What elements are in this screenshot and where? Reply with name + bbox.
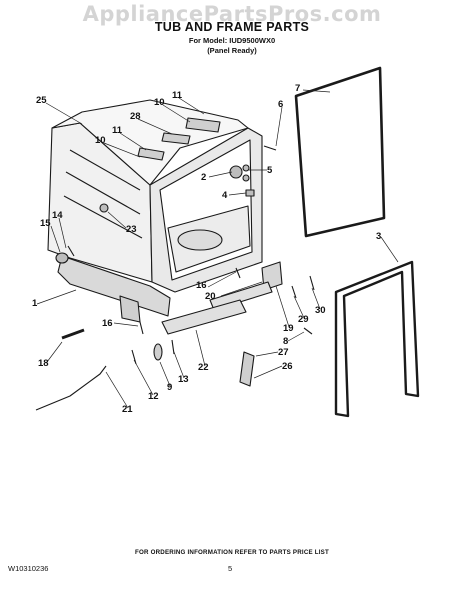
callout-8: 8 bbox=[283, 336, 288, 347]
callout-30: 30 bbox=[315, 305, 326, 316]
callout-4: 4 bbox=[222, 190, 228, 201]
callout-15: 15 bbox=[40, 218, 51, 229]
screw-12 bbox=[131, 349, 137, 365]
door-gasket bbox=[294, 66, 386, 238]
toe-plate-22 bbox=[161, 299, 247, 335]
page-number: 5 bbox=[228, 564, 233, 573]
callout-11: 11 bbox=[112, 125, 123, 136]
callout-10: 10 bbox=[154, 97, 165, 108]
callout-3: 3 bbox=[376, 231, 381, 242]
callout-28: 28 bbox=[130, 111, 141, 122]
callout-9: 9 bbox=[167, 382, 172, 393]
plug-23 bbox=[99, 203, 109, 213]
callout-16: 16 bbox=[102, 318, 113, 329]
fitting-5 bbox=[242, 164, 250, 172]
grommet-9 bbox=[153, 343, 163, 361]
screw-29 bbox=[291, 285, 297, 299]
clip-4 bbox=[245, 189, 255, 197]
callout-7: 7 bbox=[295, 83, 300, 94]
callout-19: 19 bbox=[283, 323, 294, 334]
tub-sump bbox=[177, 229, 223, 251]
callout-1: 1 bbox=[32, 298, 38, 309]
callout-20: 20 bbox=[205, 291, 216, 302]
callout-6: 6 bbox=[278, 99, 283, 110]
document-number: W10310236 bbox=[8, 564, 49, 573]
leveling-leg-14 bbox=[67, 245, 75, 257]
callout-labels: 25 11 10 28 11 10 7 6 5 2 4 23 14 15 3 1… bbox=[32, 83, 381, 415]
callout-14: 14 bbox=[52, 210, 63, 221]
screw-16b bbox=[139, 321, 144, 335]
drain-hose-18 bbox=[61, 328, 85, 340]
callout-29: 29 bbox=[298, 314, 309, 325]
callout-10: 10 bbox=[95, 135, 106, 146]
hinge-27-26 bbox=[239, 351, 255, 387]
grommet-2 bbox=[229, 165, 243, 179]
callout-12: 12 bbox=[148, 391, 159, 402]
callout-13: 13 bbox=[178, 374, 189, 385]
fitting-5b bbox=[242, 174, 250, 182]
screw-8 bbox=[303, 327, 313, 335]
callout-25: 25 bbox=[36, 95, 47, 106]
screw-30 bbox=[309, 275, 315, 291]
tub-gasket bbox=[334, 260, 420, 418]
tub-side-lines bbox=[63, 149, 143, 239]
power-cord-21 bbox=[35, 365, 107, 411]
callout-16: 16 bbox=[196, 280, 207, 291]
variant-line: (Panel Ready) bbox=[207, 46, 257, 55]
screw-13 bbox=[171, 339, 175, 355]
callout-26: 26 bbox=[282, 361, 293, 372]
screw-6 bbox=[263, 145, 277, 151]
lower-bracket-10-11 bbox=[137, 147, 165, 161]
callout-11: 11 bbox=[172, 90, 183, 101]
callout-2: 2 bbox=[201, 172, 206, 183]
callout-27: 27 bbox=[278, 347, 289, 358]
callout-18: 18 bbox=[38, 358, 49, 369]
ordering-note: FOR ORDERING INFORMATION REFER TO PARTS … bbox=[135, 549, 329, 556]
tub-base-frame bbox=[57, 255, 171, 317]
watermark: AppliancePartsPros.com bbox=[82, 2, 382, 26]
callout-22: 22 bbox=[198, 362, 209, 373]
callout-5: 5 bbox=[267, 165, 273, 176]
upper-bracket-10-11 bbox=[185, 117, 221, 133]
upper-bracket-28 bbox=[161, 132, 191, 145]
callout-23: 23 bbox=[126, 224, 137, 235]
page-title: TUB AND FRAME PARTS bbox=[154, 20, 310, 34]
toe-plate-20 bbox=[209, 281, 273, 311]
leveling-leg-15 bbox=[55, 252, 69, 264]
screw-16a bbox=[235, 267, 241, 279]
callout-21: 21 bbox=[122, 404, 133, 415]
model-line: For Model: IUD9500WX0 bbox=[188, 36, 276, 45]
